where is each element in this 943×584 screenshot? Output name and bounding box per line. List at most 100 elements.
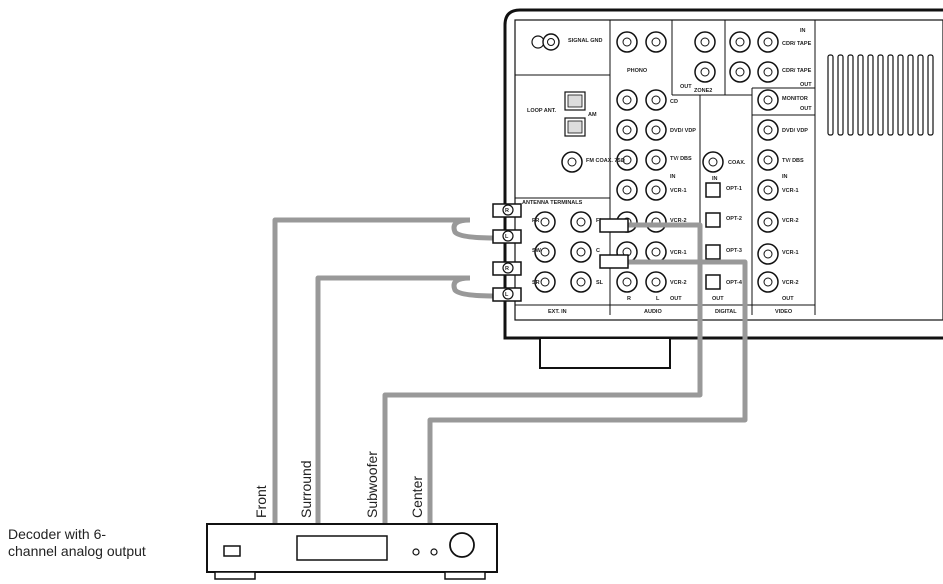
rca-jack-center [622,277,632,287]
label-video-tv: TV/ DBS [782,158,804,164]
decoder-caption-line2: channel analog output [8,543,146,559]
label-audio: AUDIO [644,309,662,315]
label-video-out: OUT [782,296,794,302]
rca-jack-center [576,217,586,227]
front-cable [272,217,470,525]
label-audio-out: OUT [670,296,682,302]
label-cd: CD [670,99,678,105]
rca-jack-center [651,155,661,165]
cable-label-subwoofer: Subwoofer [364,451,380,518]
rca-jack-center [651,125,661,135]
surround-cable [315,275,470,525]
power-switch [223,545,241,557]
rca-jack-center [622,155,632,165]
decoder-display [296,535,388,561]
label-cdr-tape-out: CDR/ TAPE [782,68,812,74]
label-digital-in: IN [712,176,718,182]
label-audio-vcr2-out: VCR-2 [670,280,687,286]
rca-jack-center [622,37,632,47]
label-audio-vcr2-in: VCR-2 [670,218,687,224]
rca-jack-center [651,95,661,105]
rca-jack-center [763,249,773,259]
label-video-vcr1-out: VCR-1 [782,250,799,256]
rca-jack-center [540,217,550,227]
label-monitor-out: OUT [800,106,812,112]
rca-jack-center [576,277,586,287]
rca-jack-center [576,247,586,257]
label-phono: PHONO [627,68,648,74]
plug-label-l2: L [505,292,509,298]
center-cable [427,259,748,525]
label-fm-coax: FM COAX. 75Ω [586,158,626,164]
rca-jack-center [763,277,773,287]
optical-jack [705,274,721,290]
rca-jack-center [700,67,710,77]
label-sw: SW [532,248,542,254]
label-c: C [596,248,600,254]
cable-plugs: R L R L [492,203,629,302]
cable-label-surround: Surround [298,460,314,518]
rca-jack-center [763,217,773,227]
receiver-labels: SIGNAL GND PHONO ZONE2 LOOP ANT. AM FM C… [522,28,812,315]
optical-jack [705,244,721,260]
rca-jack-center [735,67,745,77]
receiver-vents [827,54,934,136]
label-video-vcr1: VCR-1 [782,188,799,194]
rca-jack-center [763,95,773,105]
rca-jack-center [622,185,632,195]
plug-label-r2: R [505,266,509,272]
label-zone2-out: OUT [680,84,692,90]
label-loop-ant: LOOP ANT. [527,108,557,114]
volume-knob [449,532,475,558]
rca-jack-center [540,277,550,287]
decoder-caption-line1: Decoder with 6- [8,526,107,542]
label-video-in: IN [782,174,788,180]
rca-jack-center [763,155,773,165]
rca-jack-center [763,37,773,47]
rca-jack-center [651,37,661,47]
label-tv-dbs: TV/ DBS [670,156,692,162]
optical-jack [705,182,721,198]
cable-label-front: Front [253,485,269,518]
label-zone2: ZONE2 [694,88,712,94]
label-opt1: OPT-1 [726,186,742,192]
rca-jack-center [540,247,550,257]
rca-jack-center [735,37,745,47]
rca-jack-center [622,95,632,105]
label-sr: SR [532,280,540,286]
rca-jack-center [622,125,632,135]
label-video-dvd: DVD/ VDP [782,128,808,134]
rca-jack-center [708,157,718,167]
label-video-vcr2-out: VCR-2 [782,280,799,286]
rca-jack-center [700,37,710,47]
plug-label-r1: R [505,208,509,214]
cables [272,217,748,525]
label-signal-gnd: SIGNAL GND [568,38,602,44]
label-audio-in: IN [670,174,676,180]
rca-jack-center [763,185,773,195]
label-coax: COAX. [728,160,746,166]
label-video: VIDEO [775,309,793,315]
label-audio-vcr1-out: VCR-1 [670,250,687,256]
rca-jack-center [651,185,661,195]
label-ext-in: EXT. IN [548,309,567,315]
subwoofer-cable [382,222,703,525]
label-cdr-tape-in: CDR/ TAPE [782,41,812,47]
label-digital-out: OUT [712,296,724,302]
decoder-caption: Decoder with 6- channel analog output [8,526,218,560]
label-am: AM [588,112,597,118]
label-monitor: MONITOR [782,96,808,102]
decoder-unit [206,523,498,580]
label-video-vcr2: VCR-2 [782,218,799,224]
label-cdr-in: IN [800,28,806,34]
label-cdr-out: OUT [800,82,812,88]
cable-label-center: Center [409,476,425,518]
label-opt3: OPT-3 [726,248,742,254]
rca-jack-center [763,67,773,77]
rca-jack-center [651,247,661,257]
label-opt2: OPT-2 [726,216,742,222]
label-audio-r: R [627,296,631,302]
label-antenna-terminals: ANTENNA TERMINALS [522,200,583,206]
label-fr: FR [532,218,539,224]
